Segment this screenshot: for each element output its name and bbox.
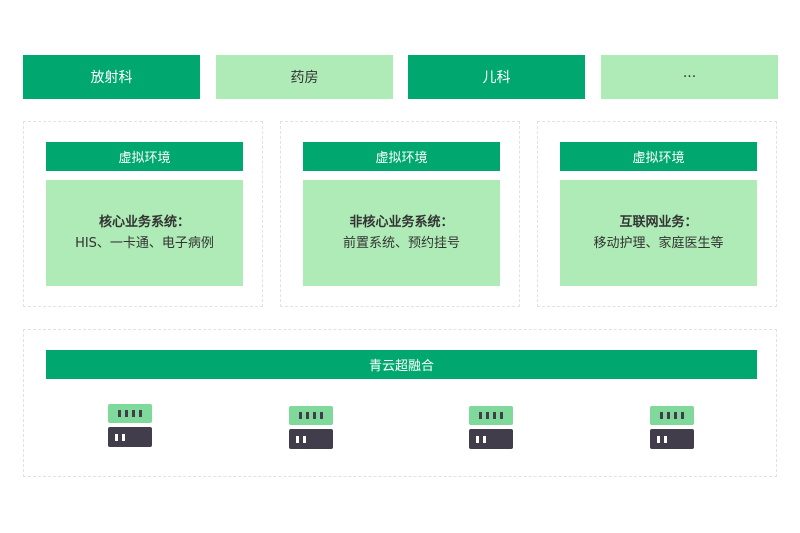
department-pediatrics: 儿科: [408, 55, 585, 99]
panel-header: 虚拟环境: [46, 142, 243, 171]
virtual-env-panel: 虚拟环境 非核心业务系统： 前置系统、预约挂号: [280, 121, 520, 307]
panel-desc: HIS、一卡通、电子病例: [75, 236, 214, 251]
panel-body: 互联网业务： 移动护理、家庭医生等: [560, 180, 757, 286]
server-icon: [289, 406, 333, 450]
panel-body: 非核心业务系统： 前置系统、预约挂号: [303, 180, 500, 286]
department-radiology: 放射科: [23, 55, 200, 99]
panel-title: 互联网业务：: [619, 215, 698, 230]
department-more: ···: [601, 55, 778, 99]
virtual-env-panel: 虚拟环境 核心业务系统： HIS、一卡通、电子病例: [23, 121, 263, 307]
panel-desc: 移动护理、家庭医生等: [593, 236, 724, 251]
department-pharmacy: 药房: [216, 55, 393, 99]
virtual-env-panel: 虚拟环境 互联网业务： 移动护理、家庭医生等: [537, 121, 777, 307]
server-icon: [469, 406, 513, 450]
panel-desc: 前置系统、预约挂号: [342, 236, 460, 251]
panel-title: 核心业务系统：: [98, 215, 190, 230]
panel-header: 虚拟环境: [560, 142, 757, 171]
panel-header: 虚拟环境: [303, 142, 500, 171]
server-icon: [108, 404, 152, 448]
panel-body: 核心业务系统： HIS、一卡通、电子病例: [46, 180, 243, 286]
server-icon: [650, 406, 694, 450]
panel-title: 非核心业务系统：: [349, 215, 454, 230]
platform-panel: 青云超融合: [23, 329, 777, 477]
platform-header: 青云超融合: [46, 350, 757, 379]
